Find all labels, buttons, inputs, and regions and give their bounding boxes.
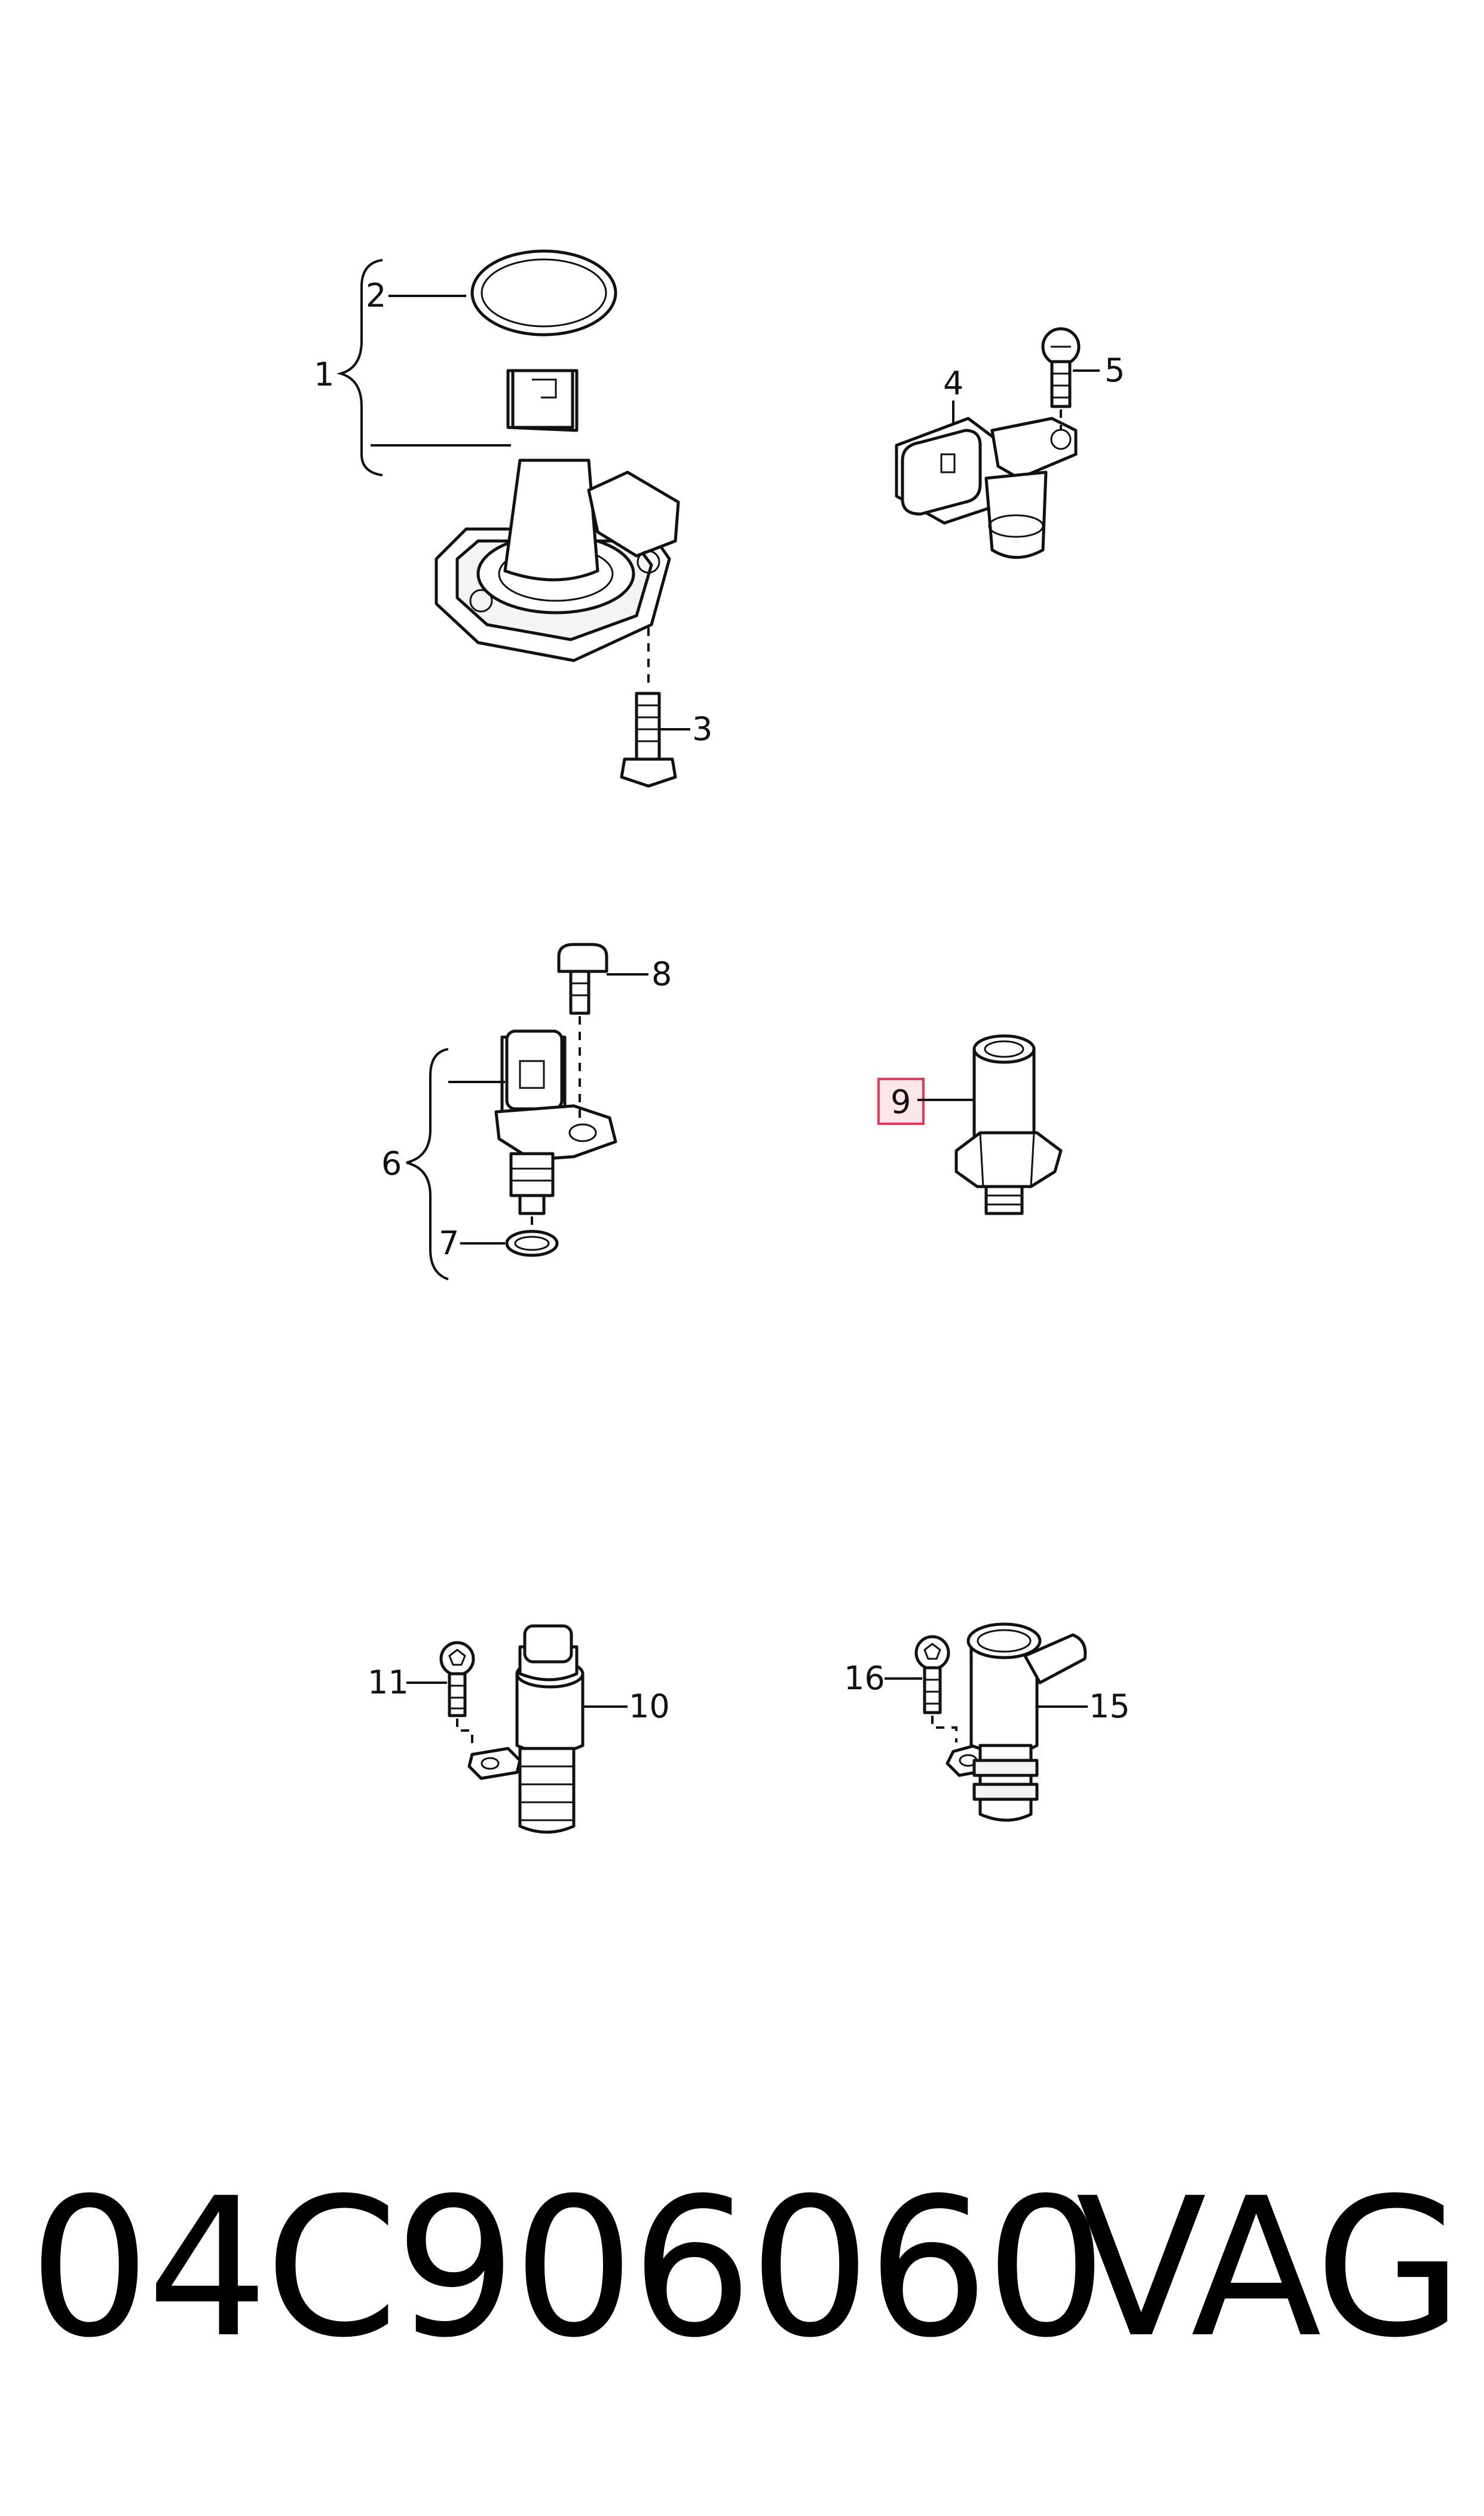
callout-4[interactable]: 4 — [943, 365, 963, 402]
part-group-6: 6 7 8 — [381, 943, 672, 1280]
callout-1[interactable]: 1 — [314, 356, 334, 393]
part-number-label: 04C906060 — [29, 2157, 1107, 2380]
callout-16[interactable]: 16 — [844, 1659, 885, 1697]
part-group-4: 4 5 — [895, 327, 1125, 559]
callout-3[interactable]: 3 — [692, 710, 712, 748]
callout-5[interactable]: 5 — [1104, 351, 1125, 389]
callout-11[interactable]: 11 — [368, 1664, 409, 1701]
part-group-15: 16 15 — [844, 1622, 1130, 1822]
brand-label: VAG — [1076, 2157, 1463, 2380]
callout-2[interactable]: 2 — [366, 277, 386, 314]
callout-7[interactable]: 7 — [439, 1224, 459, 1262]
part-group-1: 1 2 3 — [314, 249, 712, 788]
part-group-10: 11 10 — [368, 1624, 670, 1834]
part-group-9: 9 — [877, 1034, 1063, 1215]
callout-6[interactable]: 6 — [381, 1145, 402, 1182]
callout-15[interactable]: 15 — [1089, 1687, 1130, 1725]
callout-8[interactable]: 8 — [651, 955, 672, 993]
callout-10[interactable]: 10 — [629, 1687, 670, 1725]
callout-9[interactable]: 9 — [891, 1083, 911, 1121]
callout-9-highlight[interactable] — [877, 1078, 925, 1125]
